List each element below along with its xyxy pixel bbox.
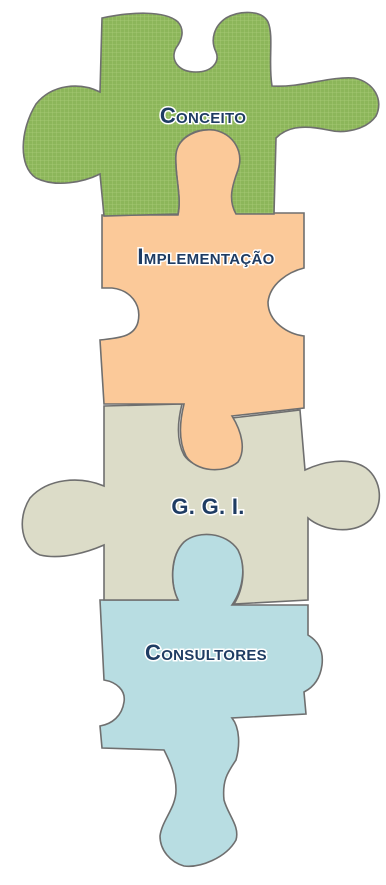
label-consultores: Consultores — [145, 640, 267, 665]
label-conceito: Conceito — [160, 103, 246, 128]
label-ggi: G. G. I. — [171, 494, 244, 519]
label-implementacao: Implementação — [137, 244, 274, 269]
piece-conceito — [22, 11, 380, 217]
